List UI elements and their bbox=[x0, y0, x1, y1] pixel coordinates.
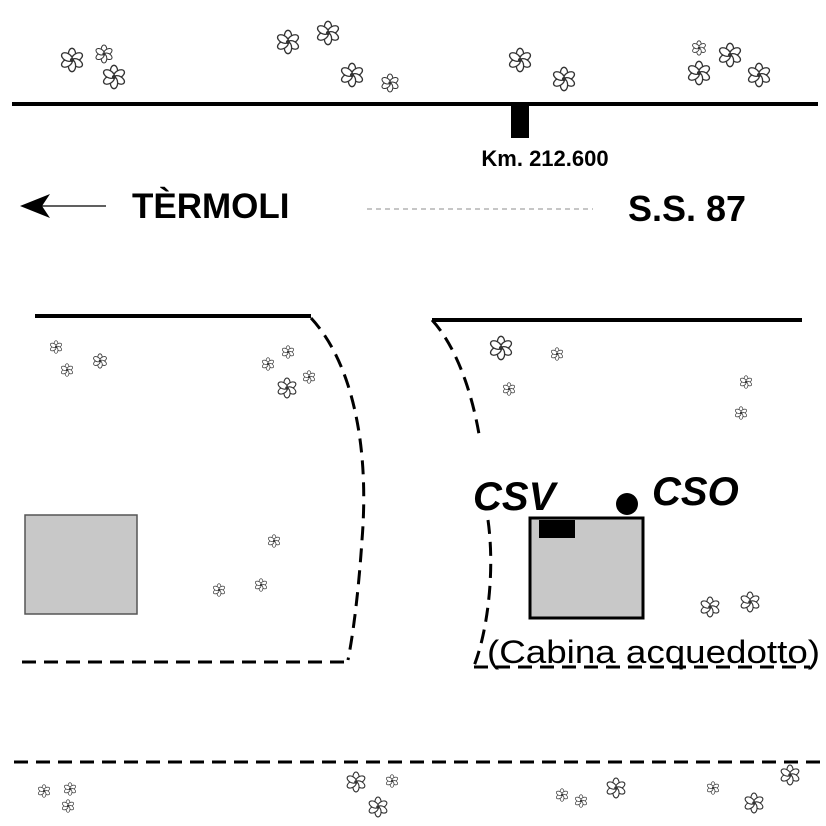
vegetation bbox=[37, 20, 801, 818]
right-entrance-curve-upper bbox=[430, 318, 482, 441]
arrow-left-icon bbox=[20, 194, 106, 218]
km-label: Km. 212.600 bbox=[481, 146, 608, 171]
right-entrance-curve-lower bbox=[472, 519, 493, 667]
left-entrance-curve bbox=[309, 316, 366, 661]
km-marker-post bbox=[511, 104, 529, 138]
cabin-label: (Cabina acquedotto) bbox=[487, 634, 820, 670]
cso-label: CSO bbox=[652, 470, 739, 514]
csv-valve-marker bbox=[539, 520, 575, 538]
csv-label: CSV bbox=[473, 475, 559, 519]
left-building bbox=[24, 514, 138, 615]
direction-label: TÈRMOLI bbox=[132, 186, 289, 226]
road-label: S.S. 87 bbox=[628, 188, 746, 229]
filled-circle-icon bbox=[616, 493, 638, 515]
